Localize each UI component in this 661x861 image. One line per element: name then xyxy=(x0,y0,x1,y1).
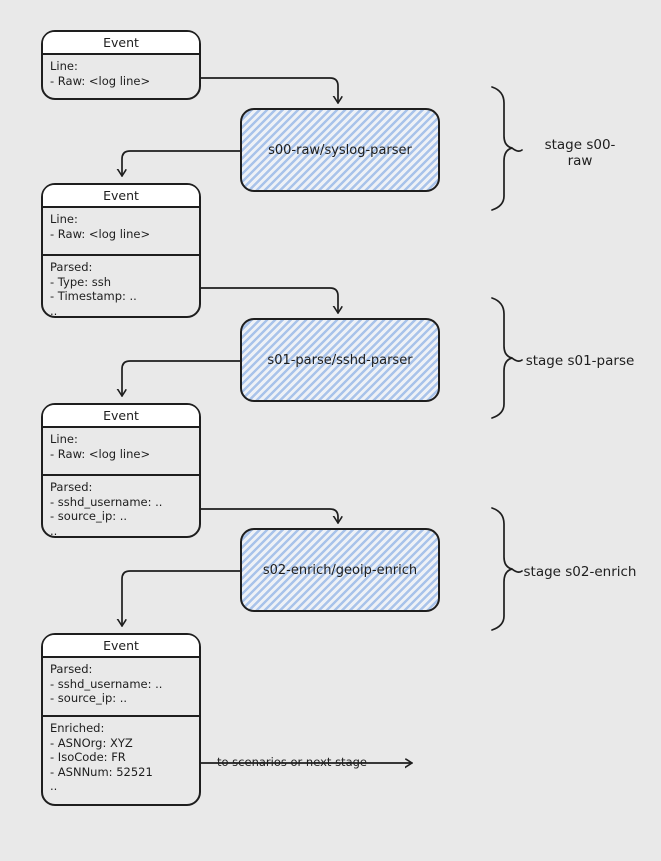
arrow-event0-to-s00 xyxy=(200,77,338,104)
event-box-title: Event xyxy=(43,32,199,55)
arrow-event1-to-s01 xyxy=(200,287,338,314)
arrow-s00-to-event1 xyxy=(122,150,241,177)
parser-box-label: s02-enrich/geoip-enrich xyxy=(262,562,418,578)
event-section-parsed: Parsed: - Type: ssh - Timestamp: .. .. xyxy=(43,254,199,316)
stage-label-s00: stage s00- raw xyxy=(544,137,616,169)
event-section-parsed: Parsed: - sshd_username: .. - source_ip:… xyxy=(50,662,163,705)
output-arrow-label: to scenarios or next stage xyxy=(216,755,367,769)
arrow-s01-to-event2 xyxy=(122,360,241,397)
event-box-title: Event xyxy=(43,405,199,428)
parser-box-s02-enrich: s02-enrich/geoip-enrich xyxy=(240,528,440,612)
arrow-s02-to-event3 xyxy=(122,570,241,627)
parser-box-s01-parse: s01-parse/sshd-parser xyxy=(240,318,440,402)
parser-box-s00-raw: s00-raw/syslog-parser xyxy=(240,108,440,192)
event-box-raw: Event Line: - Raw: <log line> xyxy=(41,30,201,100)
event-section-enriched: Enriched: - ASNOrg: XYZ - IsoCode: FR - … xyxy=(43,715,199,804)
event-section-parsed: Parsed: - sshd_username: .. - source_ip:… xyxy=(43,474,199,536)
stage-label-s01: stage s01-parse xyxy=(525,353,635,369)
event-box-title: Event xyxy=(43,635,199,658)
event-section-line: Line: - Raw: <log line> xyxy=(50,212,151,241)
stage-label-s02: stage s02-enrich xyxy=(523,564,637,580)
event-section-line: Line: - Raw: <log line> xyxy=(50,432,151,461)
event-box-after-s00: Event Line: - Raw: <log line> Parsed: - … xyxy=(41,183,201,318)
parser-box-label: s00-raw/syslog-parser xyxy=(268,142,412,158)
event-box-after-s01: Event Line: - Raw: <log line> Parsed: - … xyxy=(41,403,201,538)
event-section-line: Line: - Raw: <log line> xyxy=(50,59,151,88)
arrow-event2-to-s02 xyxy=(200,508,338,524)
event-box-after-s02: Event Parsed: - sshd_username: .. - sour… xyxy=(41,633,201,806)
event-box-title: Event xyxy=(43,185,199,208)
parser-box-label: s01-parse/sshd-parser xyxy=(267,352,413,368)
